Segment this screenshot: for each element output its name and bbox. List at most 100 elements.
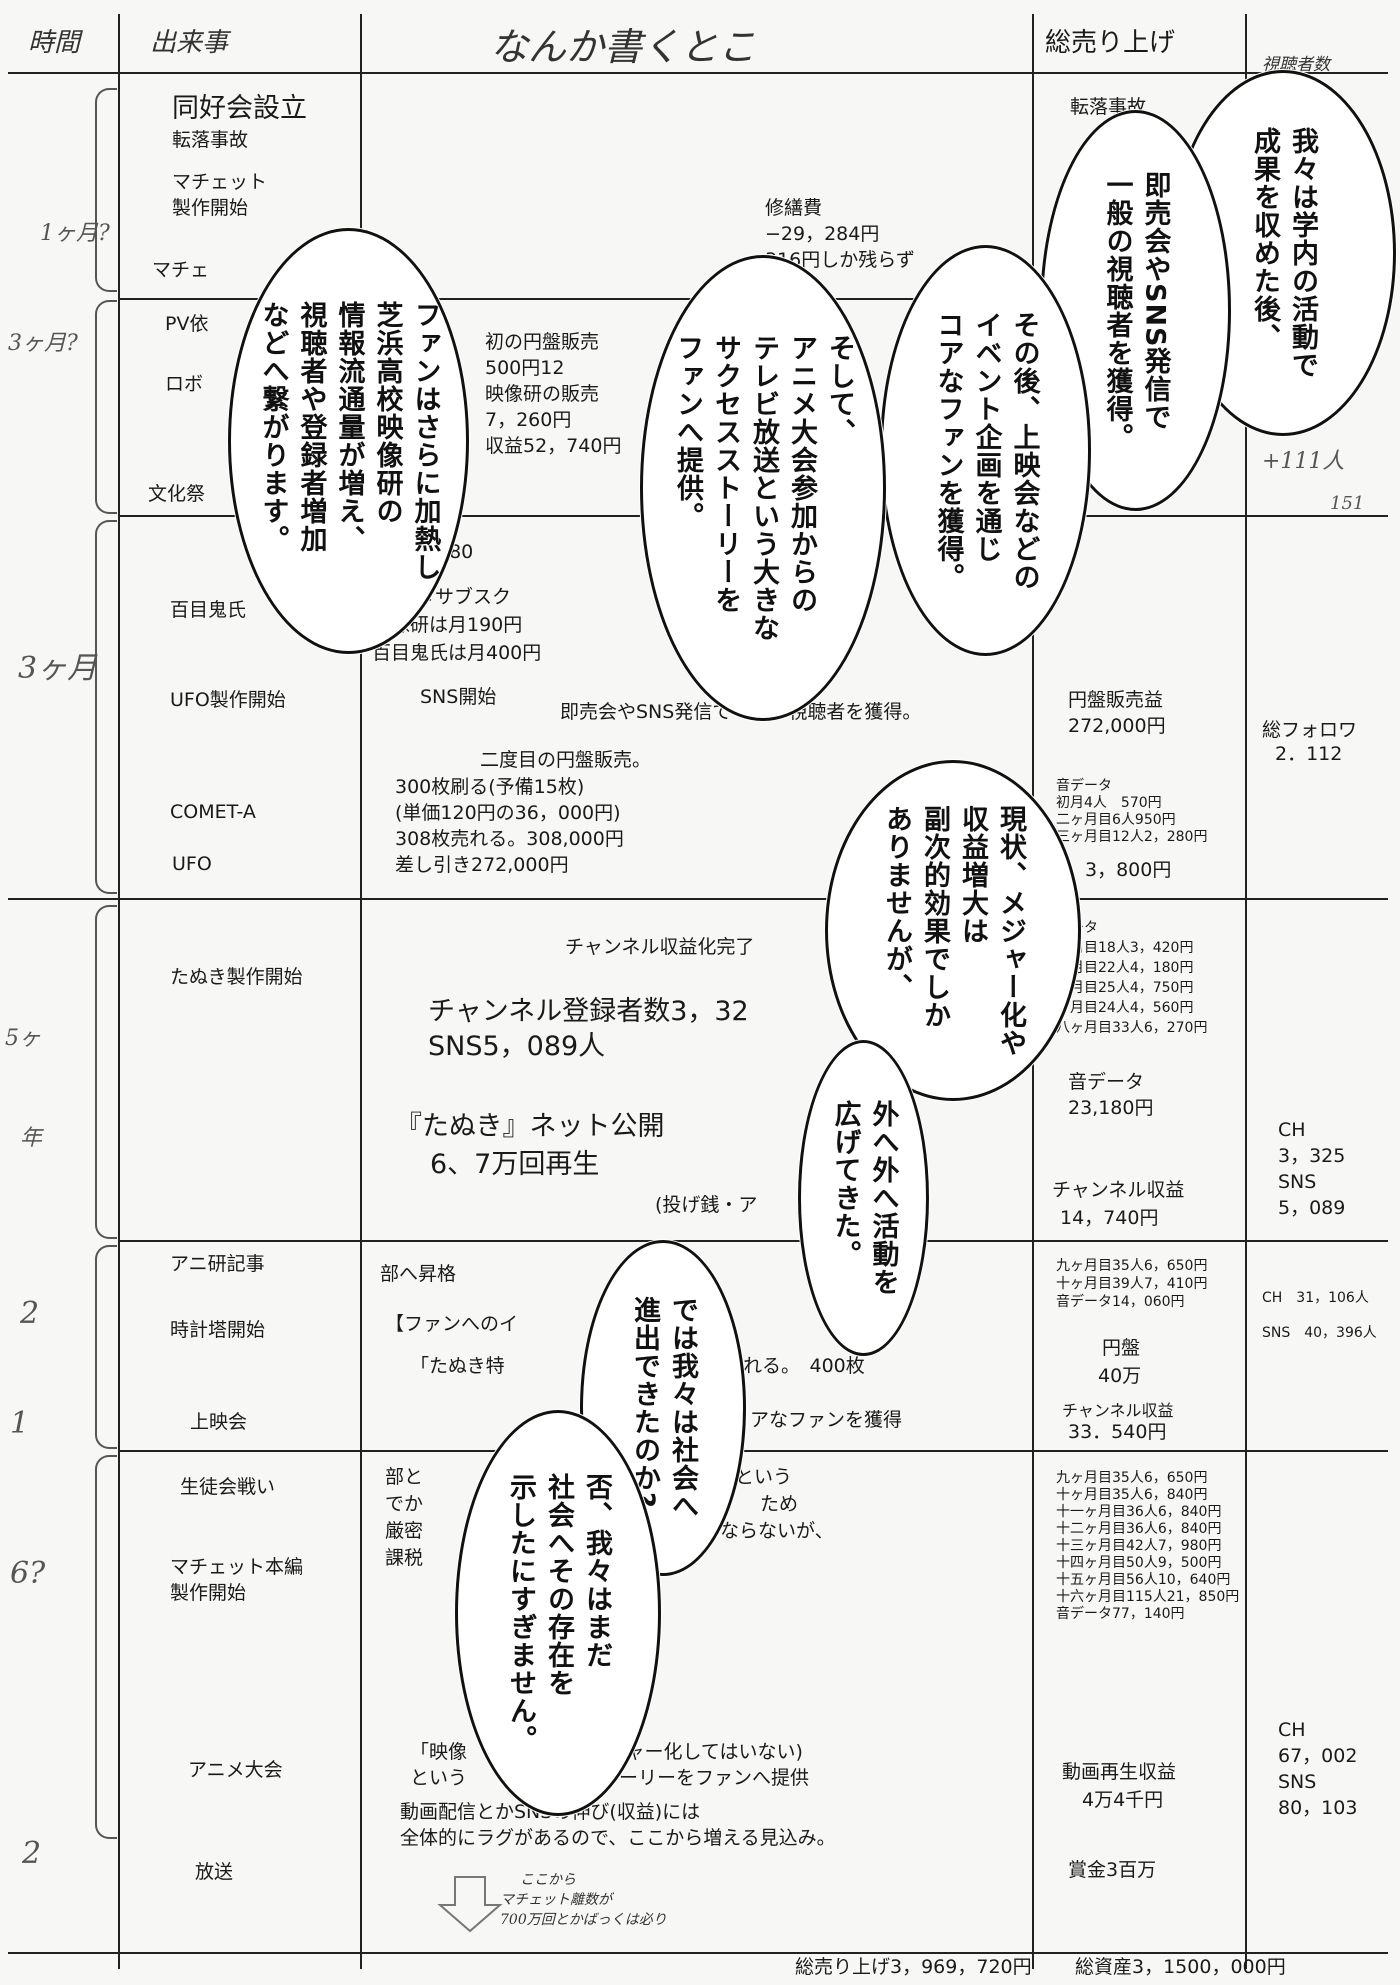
margin-note-4: 5ヶ [5, 1026, 41, 1051]
note-tanuki-special: 「たぬき特 [410, 1355, 505, 1377]
sales6-small-5: 十四ヶ月目50人9，500円 [1056, 1555, 1222, 1571]
note-club-promotion: 部へ昇格 [380, 1263, 457, 1285]
note-print-300: 300枚刷る(予備15枚) [395, 776, 585, 798]
brace-5 [95, 1245, 117, 1449]
viewers5-sns: SNS 40，396人 [1262, 1325, 1377, 1341]
event-machete-start: 製作開始 [172, 197, 249, 219]
margin-note-8: 6? [10, 1556, 46, 1591]
event-clocktower-start: 時計塔開始 [170, 1319, 266, 1341]
event-ufo-start: UFO製作開始 [170, 689, 286, 711]
row-line-4 [118, 1240, 1388, 1242]
viewers4-0: CH [1278, 1119, 1306, 1141]
down-arrow-icon [437, 1876, 503, 1933]
note-remaining: 316円しか残らず [765, 249, 915, 271]
event-anime-contest: アニメ大会 [188, 1759, 283, 1781]
sound-data-0: 音データ [1056, 778, 1112, 794]
followers-label: 総フォロワ [1262, 719, 1358, 741]
note-unit-price: (単価120円の36，000円) [395, 802, 621, 824]
note-disc-price: 500円12 [485, 357, 565, 379]
row-line-3 [8, 898, 1388, 900]
margin-note-2: 3ヶ月? [8, 331, 78, 356]
sales6-small-3: 十二ヶ月目36人6，840円 [1056, 1521, 1222, 1537]
note6-1: という [735, 1466, 793, 1488]
speech-bubble-9-text: 否、我々はまだ 社会へその存在を 示したにすぎません。 [505, 1473, 612, 1753]
viewers6-0: CH [1278, 1719, 1306, 1741]
event-club-founded: 同好会設立 [172, 93, 307, 124]
sound4-data-3: ヶ月目25人4，750円 [1056, 980, 1194, 996]
speech-bubble-8: では我々は社会へ 進出できたのか? [580, 1240, 746, 1576]
sales6-small-7: 十六ヶ月目115人21，850円 [1056, 1589, 1240, 1605]
speech-bubble-1-text: 我々は学内の活動で 成果を収めた後、 [1249, 127, 1318, 379]
viewers4-2: SNS [1278, 1171, 1317, 1193]
speech-bubble-2-text: 即売会やSNS発信で 一般の視聴者を獲得。 [1101, 170, 1171, 451]
brace-4 [95, 905, 117, 1239]
note6-handwritten-2: 700万回とかばっくは必り [500, 1912, 667, 1928]
sales6-small-0: 九ヶ月目35人6，650円 [1056, 1470, 1208, 1486]
event-anime-club-article: アニ研記事 [170, 1253, 265, 1275]
margin-note-7: 1 [10, 1406, 30, 1441]
note-dodomeki-monthly: 百目鬼氏は月400円 [372, 642, 542, 664]
viewers5-ch: CH 31，106人 [1262, 1290, 1369, 1306]
note-repair-amount: −29，284円 [765, 223, 880, 245]
brace-2 [95, 300, 117, 514]
brace-1 [95, 88, 117, 292]
row-line-5 [118, 1450, 1388, 1452]
prize-money: 賞金3百万 [1068, 1859, 1157, 1881]
note6-10: 全体的にラグがあるので、ここから増える見込み。 [400, 1827, 836, 1849]
footer-line [8, 1952, 1388, 1954]
margin-note-3: 3ヶ月 [18, 651, 98, 686]
channel5-label: チャンネル収益 [1062, 1401, 1174, 1420]
sales-disc-value: 272,000円 [1068, 715, 1166, 737]
event-student-council: 生徒会戦い [180, 1476, 276, 1498]
note-repair-cost: 修繕費 [765, 197, 823, 219]
sound-data-3: 三ヶ月目12人2，280円 [1056, 829, 1208, 845]
note-net: 差し引き272,000円 [395, 854, 569, 876]
note-views: 6、7万回再生 [430, 1149, 600, 1180]
note6-5: ならないが、 [720, 1520, 834, 1542]
note-profit: 収益52，740円 [485, 435, 622, 457]
note6-handwritten-0: ここから [520, 1872, 576, 1888]
grid-line-event [360, 14, 362, 1969]
event-tanuki-start: たぬき製作開始 [170, 966, 303, 988]
sound4-value: 23,180円 [1068, 1097, 1154, 1119]
sales-disc-label: 円盤販売益 [1068, 689, 1164, 711]
viewers6-3: 80，103 [1278, 1797, 1358, 1819]
disc5-value: 40万 [1098, 1365, 1142, 1387]
event-robot: ロボ [165, 373, 204, 395]
event-fall-accident: 転落事故 [172, 129, 249, 151]
sound4-data-2: ヶ月目22人4，180円 [1056, 960, 1194, 976]
note-sold-308: 308枚売れる。308,000円 [395, 828, 624, 850]
speech-bubble-8-text: では我々は社会へ 進出できたのか? [629, 1296, 698, 1520]
event-ufo: UFO [172, 853, 212, 875]
note6-6: 課税 [385, 1547, 424, 1569]
event-machete-main: マチェット本編 [170, 1556, 304, 1578]
followers-value: 2．112 [1275, 743, 1343, 765]
note-sns-start: SNS開始 [420, 686, 497, 708]
viewers4-3: 5，089 [1278, 1197, 1346, 1219]
event-screening: 上映会 [190, 1411, 248, 1433]
sales5-small-2: 音データ14，060円 [1056, 1294, 1185, 1310]
header-line [8, 72, 1388, 74]
disc5-label: 円盤 [1102, 1337, 1141, 1359]
speech-bubble-7: 外へ外へ活動を 広げてきた。 [798, 1040, 929, 1356]
event-machete: マチェット [172, 171, 268, 193]
speech-bubble-4: そして、 アニメ大会参加からの テレビ放送という大きな サクセスストーリーを フ… [640, 255, 886, 721]
header-event: 出来事 [150, 28, 229, 58]
note-second-disc: 二度目の円盤販売。 [480, 749, 652, 771]
speech-bubble-5: ファンはさらに加熱し 芝浜高校映像研の 情報流通量が増え、 視聴者や登録者増加 … [228, 228, 469, 654]
header-notes: なんか書くとこ [490, 25, 757, 69]
margin-note-6: 2 [20, 1296, 40, 1331]
grid-line-sales [1245, 14, 1247, 1969]
note6-4: 厳密 [385, 1520, 424, 1542]
grid-line-time [118, 14, 120, 1969]
event-comet-a: COMET-A [170, 801, 256, 823]
speech-bubble-9: 否、我々はまだ 社会へその存在を 示したにすぎません。 [455, 1410, 661, 1816]
event-pv: PV依 [165, 313, 209, 335]
sales5-small-1: 十ヶ月目39人7，410円 [1056, 1276, 1208, 1292]
footer-total-sales: 総売り上げ3，969，720円 [795, 1956, 1032, 1978]
note-core-fans: アなファンを獲得 [750, 1409, 903, 1431]
sound-data-1: 初月4人 570円 [1056, 795, 1162, 811]
speech-bubble-4-text: そして、 アニメ大会参加からの テレビ放送という大きな サクセスストーリーを フ… [672, 334, 855, 642]
note-fan-event: 【ファンへのイ [385, 1313, 519, 1335]
margin-note-9: 2 [22, 1836, 42, 1871]
